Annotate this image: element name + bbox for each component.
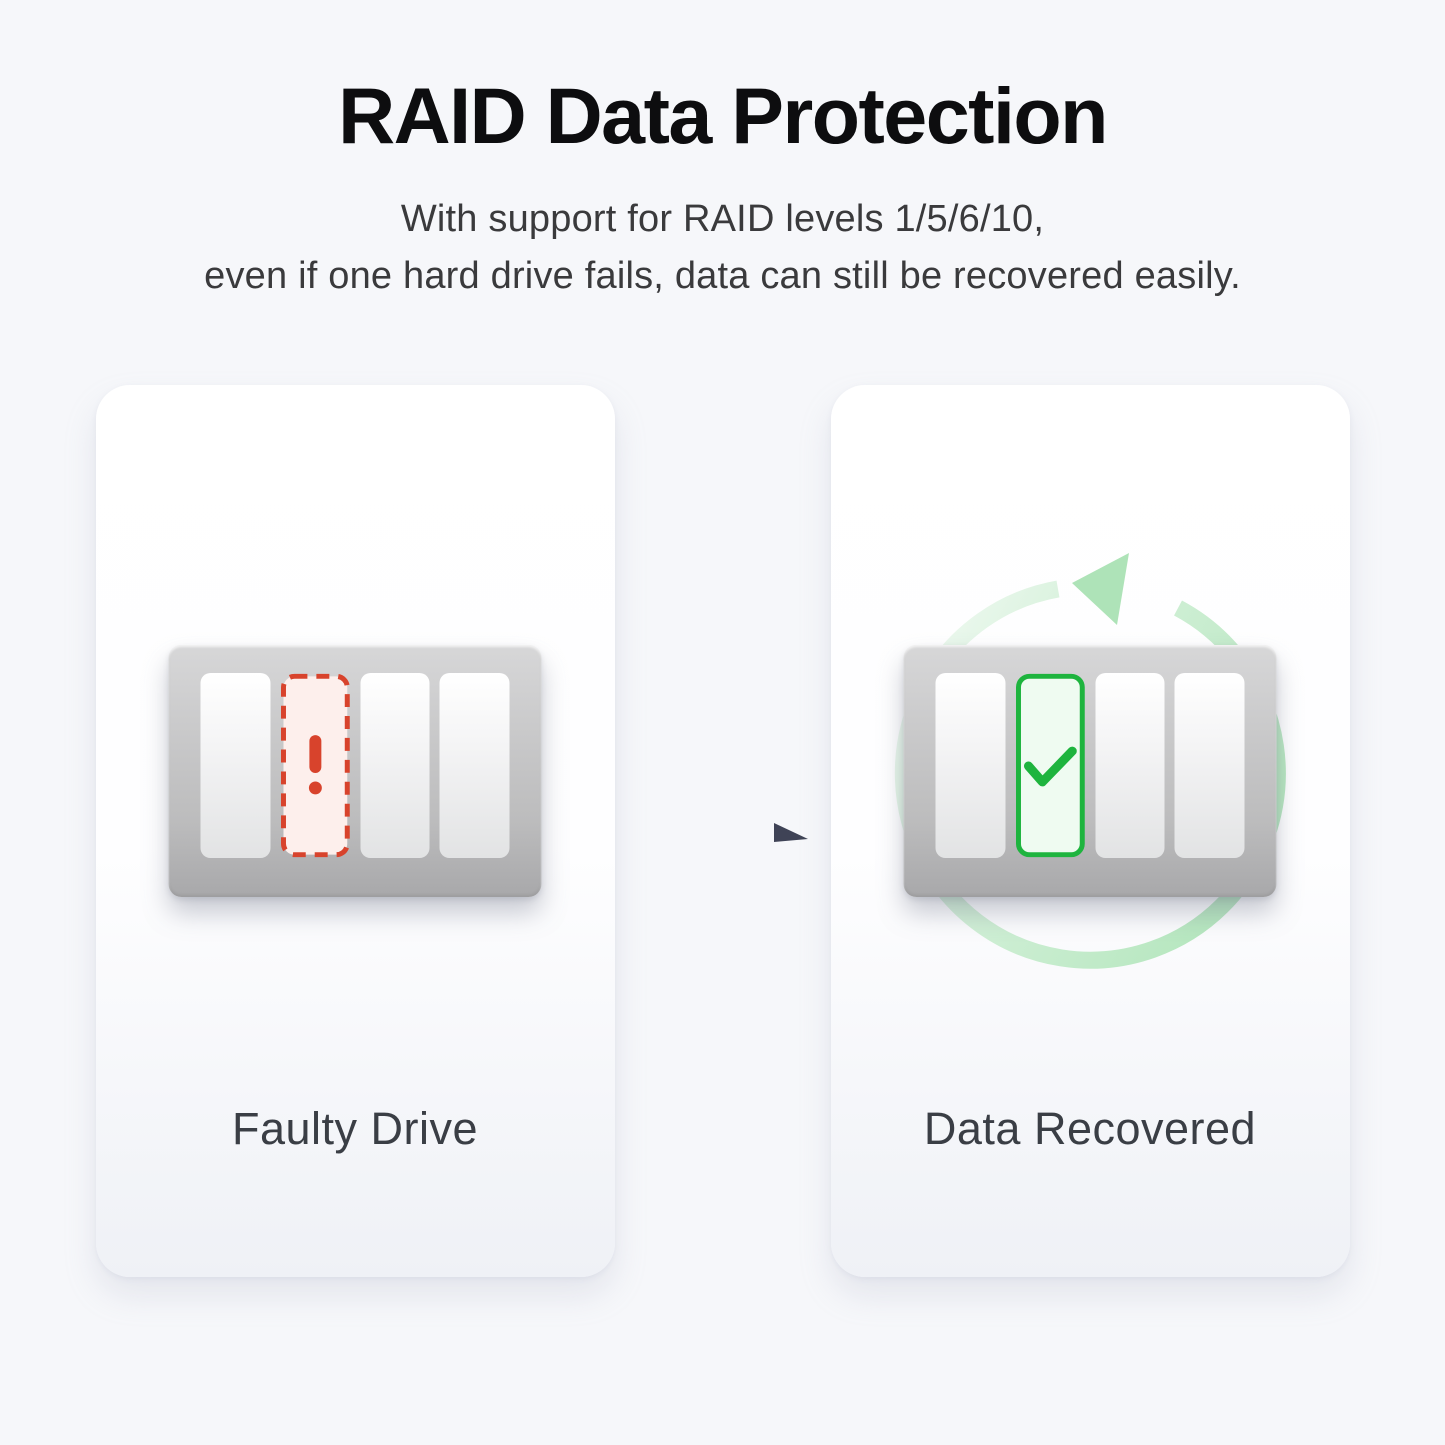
data-recovered-card: Data Recovered [830,385,1350,1277]
drive-bay [439,673,510,858]
faulty-drive-bay [280,673,350,858]
subtitle-line-2: even if one hard drive fails, data can s… [204,255,1241,297]
header: RAID Data Protection With support for RA… [0,0,1445,305]
page-subtitle: With support for RAID levels 1/5/6/10, e… [0,191,1445,305]
drive-bay [1174,673,1245,858]
comparison-area: Faulty Drive Data Recovered [0,385,1445,1277]
drive-bay [200,673,271,858]
recovered-drive-bay [1015,673,1085,858]
faulty-drive-label: Faulty Drive [231,1103,479,1154]
exclamation-icon [308,735,322,795]
dashed-right-arrow-icon [635,823,808,842]
data-recovered-label: Data Recovered [923,1103,1257,1154]
faulty-drive-card: Faulty Drive [95,385,615,1277]
drive-bay [935,673,1006,858]
subtitle-line-1: With support for RAID levels 1/5/6/10, [400,198,1045,240]
page-title: RAID Data Protection [338,71,1108,160]
drive-enclosure-faulty [168,645,542,897]
drive-enclosure-recovered [903,645,1277,897]
drive-bay [1095,673,1165,858]
drive-bay [360,673,430,858]
